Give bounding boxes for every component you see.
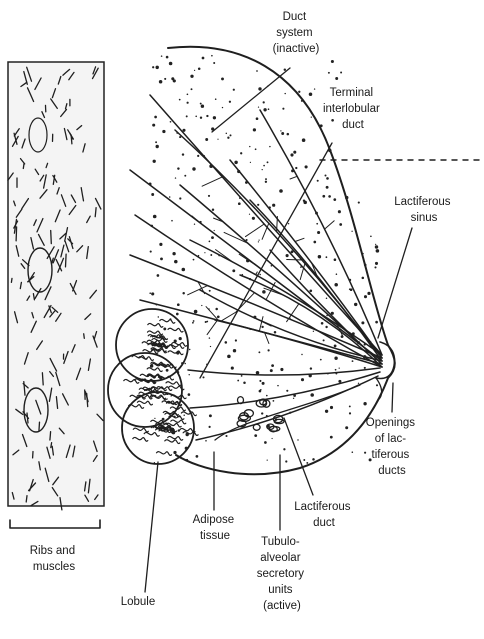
label-openings: Openings of lac- tiferous ducts [366,417,418,477]
label-terminal-duct: Terminal interlobular duct [323,87,383,131]
ribs-and-muscles-column [8,62,104,528]
label-adipose-tissue: Adipose tissue [193,514,238,542]
duct-branches [130,95,382,440]
label-duct-system: Duct system (inactive) [273,11,320,55]
label-tubuloalveolar: Tubulo- alveolar secretory units (active… [257,536,308,612]
ribs-bracket [10,520,100,528]
label-lactiferous-sinus: Lactiferous sinus [394,196,453,224]
label-lobule: Lobule [121,596,156,608]
lobule-cluster [108,309,198,464]
tubuloalveolar-units [215,385,360,440]
label-ribs-and-muscles: Ribs and muscles [30,545,79,573]
label-lactiferous-duct: Lactiferous duct [294,501,353,529]
